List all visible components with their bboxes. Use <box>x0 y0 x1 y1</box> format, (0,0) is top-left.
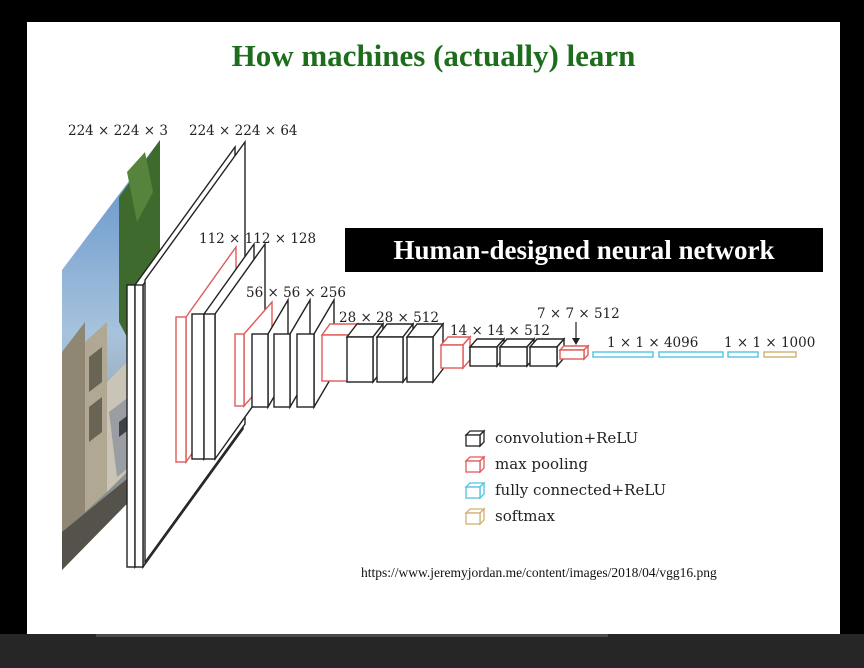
pool-block-6 <box>558 322 590 361</box>
cube-icon <box>464 429 486 448</box>
slide: How machines (actually) learn <box>27 22 840 634</box>
label-input: 224 × 224 × 3 <box>68 123 168 139</box>
legend-item-convolution: convolution+ReLU <box>463 425 666 451</box>
fully-connected-layers <box>592 351 759 358</box>
cube-icon <box>464 455 486 474</box>
cube-icon <box>464 507 486 526</box>
vgg16-diagram: 224 × 224 × 3 224 × 224 × 64 112 × 112 ×… <box>62 123 815 570</box>
conv-block-5 <box>439 335 566 370</box>
softmax-layer <box>763 351 797 358</box>
label-fc: 1 × 1 × 4096 <box>607 335 698 351</box>
source-url: https://www.jeremyjordan.me/content/imag… <box>361 565 717 580</box>
label-block-2: 112 × 112 × 128 <box>199 231 316 247</box>
cube-icon <box>464 481 486 500</box>
banner: Human-designed neural network <box>345 228 823 272</box>
label-softmax: 1 × 1 × 1000 <box>724 335 815 351</box>
legend: convolution+ReLU max pooling fully conne… <box>463 425 666 529</box>
label-block-3: 56 × 56 × 256 <box>246 285 346 301</box>
conv-block-1 <box>126 139 246 570</box>
conv-block-3 <box>234 297 335 410</box>
label-block-4: 28 × 28 × 512 <box>339 310 439 326</box>
legend-item-max-pooling: max pooling <box>463 451 666 477</box>
slide-title: How machines (actually) learn <box>231 38 636 73</box>
label-block-1: 224 × 224 × 64 <box>189 123 298 139</box>
legend-item-fully-connected: fully connected+ReLU <box>463 477 666 503</box>
conv-block-4 <box>320 321 445 385</box>
legend-item-softmax: softmax <box>463 503 666 529</box>
progress-track <box>96 634 608 637</box>
label-block-6: 7 × 7 × 512 <box>537 306 620 322</box>
label-block-5: 14 × 14 × 512 <box>450 323 550 339</box>
video-control-bar <box>0 634 864 668</box>
